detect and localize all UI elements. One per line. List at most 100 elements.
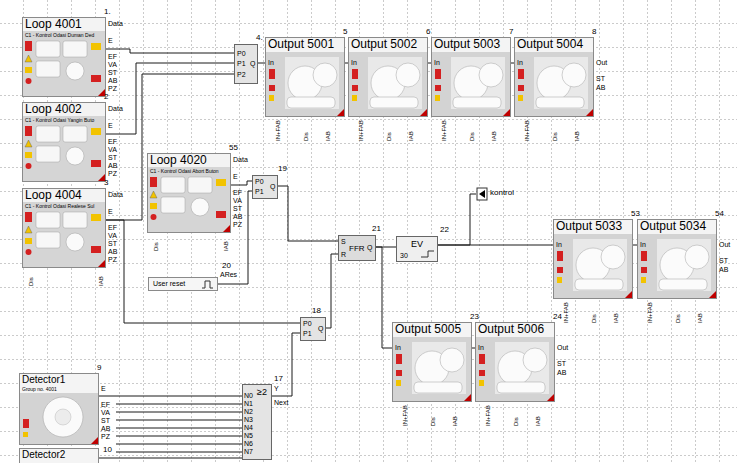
pin-name: EF — [108, 138, 117, 145]
text-holder: ST — [719, 257, 728, 264]
text-holder: 21 — [372, 225, 381, 233]
flag-symbol — [477, 188, 487, 200]
pin-name: AB — [596, 84, 605, 91]
text-holder: Output 5002 — [351, 38, 417, 52]
text-holder: 6 — [426, 28, 430, 36]
output-block: Output 5001 — [265, 37, 345, 117]
gate-type: FFR — [349, 244, 365, 253]
text-holder: EF — [108, 53, 117, 60]
text-holder: IAB — [613, 313, 619, 323]
loop-block: Loop 4001C1 - Kontrol Odasi Duman Ded — [22, 17, 106, 97]
signal-wire — [278, 186, 338, 241]
text-holder: Dis — [28, 277, 34, 286]
reset-fill — [148, 277, 218, 291]
delay-value: 30 — [400, 252, 408, 259]
text-holder: IAB — [697, 313, 703, 323]
text-holder: E — [108, 208, 113, 215]
pin-name: IAB — [408, 131, 414, 141]
text-holder: E — [108, 37, 113, 44]
text-holder: N5 — [244, 432, 253, 439]
text-holder: P1 — [237, 60, 246, 68]
pin-name: IN+FAB — [524, 120, 530, 141]
text-holder: AB — [108, 248, 117, 255]
pin-name: ARes — [220, 271, 237, 278]
text-holder: P0 — [255, 178, 264, 186]
output-illustration — [265, 37, 345, 117]
loop-block: Loop 4004C1 - Kontrol Odasi Realese Sul — [22, 188, 106, 268]
pin-name: EF — [108, 224, 117, 231]
text-holder: Detector2 — [22, 449, 65, 461]
pin-name: AB — [719, 266, 728, 273]
pin-name: VA — [233, 197, 242, 204]
text-holder: IAB — [491, 131, 497, 141]
pin-name: P1 — [255, 188, 264, 195]
text-holder: In — [517, 59, 523, 66]
text-holder: E — [233, 173, 238, 180]
block-subtitle: C1 - Kontrol Odasi Yangin Buto — [25, 117, 94, 123]
pin-name: IAB — [452, 416, 458, 426]
text-holder: 24 — [553, 313, 562, 321]
flag-arrow — [479, 190, 485, 198]
pin-name: Dis — [430, 417, 436, 426]
text-holder: IN+FAB — [563, 302, 569, 323]
text-holder: IAB — [452, 416, 458, 426]
pin-name: E — [108, 208, 113, 215]
callout-number: 24 — [553, 312, 562, 321]
text-holder: IAB — [535, 416, 541, 426]
block-title: Output 5034 — [640, 219, 706, 233]
pin-name: VA — [108, 61, 117, 68]
block-title: Loop 4001 — [25, 17, 82, 31]
block-title: Loop 4002 — [25, 102, 82, 116]
pin-name: ST — [108, 69, 117, 76]
text-holder: N4 — [244, 424, 253, 431]
pin-name: VA — [108, 232, 117, 239]
pin-name: Dis — [675, 314, 681, 323]
pin-name: P1 — [303, 330, 312, 337]
block-title: Output 5003 — [434, 37, 500, 51]
text-holder: Output 5005 — [395, 323, 461, 337]
text-holder: VA — [233, 197, 242, 204]
text-holder: EF — [233, 189, 242, 196]
text-holder: 53 — [631, 210, 640, 218]
text-holder: IN+FAB — [402, 405, 408, 426]
pin-name: IAB — [535, 416, 541, 426]
callout-number: 19 — [278, 164, 287, 173]
pin-name: ST — [557, 360, 566, 367]
pin-name: In — [478, 344, 484, 351]
text-holder: N6 — [244, 440, 253, 447]
pin-name: Dis — [28, 277, 34, 286]
text-holder: ST — [233, 205, 242, 212]
block-title: Loop 4004 — [25, 188, 82, 202]
text-holder: In — [395, 344, 401, 351]
text-holder: P1 — [303, 330, 312, 338]
pin-name: E — [108, 122, 113, 129]
output-illustration — [514, 37, 594, 117]
text-holder: 8 — [592, 28, 596, 36]
text-holder: 19 — [278, 165, 287, 173]
text-holder: AB — [101, 425, 110, 432]
pin-name: IAB — [613, 313, 619, 323]
callout-number: 8 — [592, 27, 596, 36]
text-holder: 54 — [715, 210, 724, 218]
text-holder: ST — [101, 417, 110, 424]
text-holder: Dis — [469, 132, 475, 141]
text-holder: Dis — [153, 242, 159, 251]
text-holder: C1 - Kontrol Odasi Abort Buton — [150, 169, 219, 175]
text-holder: 22 — [440, 226, 449, 234]
loop-illustration — [147, 153, 231, 233]
pin-name: IAB — [491, 131, 497, 141]
pin-name: IN+FAB — [441, 120, 447, 141]
signal-wire — [99, 396, 242, 397]
pin-name: Q — [270, 183, 275, 190]
flip-flop: SFFRRQ — [338, 235, 376, 261]
text-holder: In — [478, 344, 484, 351]
output-block: Output 5003 — [431, 37, 511, 117]
callout-number: 54 — [715, 209, 724, 218]
text-holder: EF — [101, 401, 110, 408]
pin-name: Out — [596, 59, 607, 66]
block-title: Detector2 — [22, 449, 65, 460]
pin-name: AB — [108, 248, 117, 255]
output-block: Output 5005 — [392, 322, 472, 402]
pin-name: PZ — [101, 433, 110, 440]
pin-name: ST — [596, 75, 605, 82]
